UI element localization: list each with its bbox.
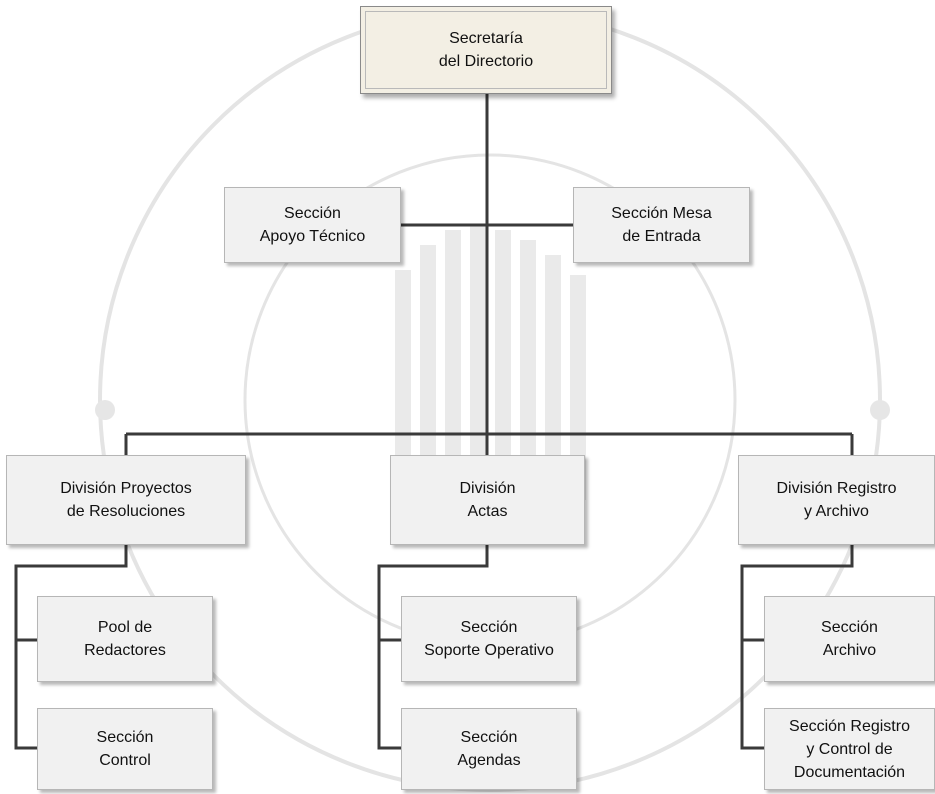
node-secretaria-directorio: Secretaría del Directorio — [360, 6, 612, 94]
node-seccion-registro-control-documentacion: Sección Registro y Control de Documentac… — [764, 708, 935, 790]
node-label-line: División — [459, 480, 516, 497]
node-label-line: Documentación — [793, 763, 906, 781]
node-label-line: Apoyo Técnico — [259, 228, 366, 245]
node-label-line: Agendas — [457, 752, 521, 769]
node-seccion-apoyo-tecnico: Sección Apoyo Técnico — [224, 187, 401, 263]
node-label-line: y Control de — [806, 740, 893, 758]
node-division-actas: División Actas — [390, 455, 585, 545]
node-label-line: Sección Registro — [789, 717, 910, 735]
node-label-line: de Resoluciones — [66, 503, 186, 520]
node-label-line: Redactores — [84, 642, 166, 659]
node-label-line: Secretaría — [449, 30, 523, 47]
node-label-line: Pool de — [97, 619, 153, 636]
node-division-registro-archivo: División Registro y Archivo — [738, 455, 935, 545]
node-label-line: Control — [99, 752, 151, 769]
node-seccion-agendas: Sección Agendas — [401, 708, 577, 790]
node-label-line: Soporte Operativo — [424, 642, 554, 659]
node-label-line: Actas — [467, 503, 508, 520]
node-label-line: Sección Mesa — [611, 205, 712, 222]
node-label-line: Sección — [821, 619, 878, 636]
node-pool-redactores: Pool de Redactores — [37, 596, 213, 682]
node-label-line: División Proyectos — [60, 480, 192, 497]
node-label-line: División Registro — [776, 480, 897, 497]
node-seccion-soporte-operativo: Sección Soporte Operativo — [401, 596, 577, 682]
node-label-line: Sección — [460, 619, 518, 636]
node-label-line: y Archivo — [804, 503, 869, 520]
node-label-line: Sección — [284, 205, 341, 222]
node-seccion-control: Sección Control — [37, 708, 213, 790]
node-label-line: de Entrada — [622, 228, 701, 245]
node-seccion-mesa-entrada: Sección Mesa de Entrada — [573, 187, 750, 263]
node-label-line: Sección — [96, 729, 154, 746]
node-label-line: del Directorio — [438, 53, 534, 70]
node-label-line: Sección — [460, 729, 518, 746]
node-label-line: Archivo — [822, 642, 877, 659]
node-division-proyectos-resoluciones: División Proyectos de Resoluciones — [6, 455, 246, 545]
node-seccion-archivo: Sección Archivo — [764, 596, 935, 682]
